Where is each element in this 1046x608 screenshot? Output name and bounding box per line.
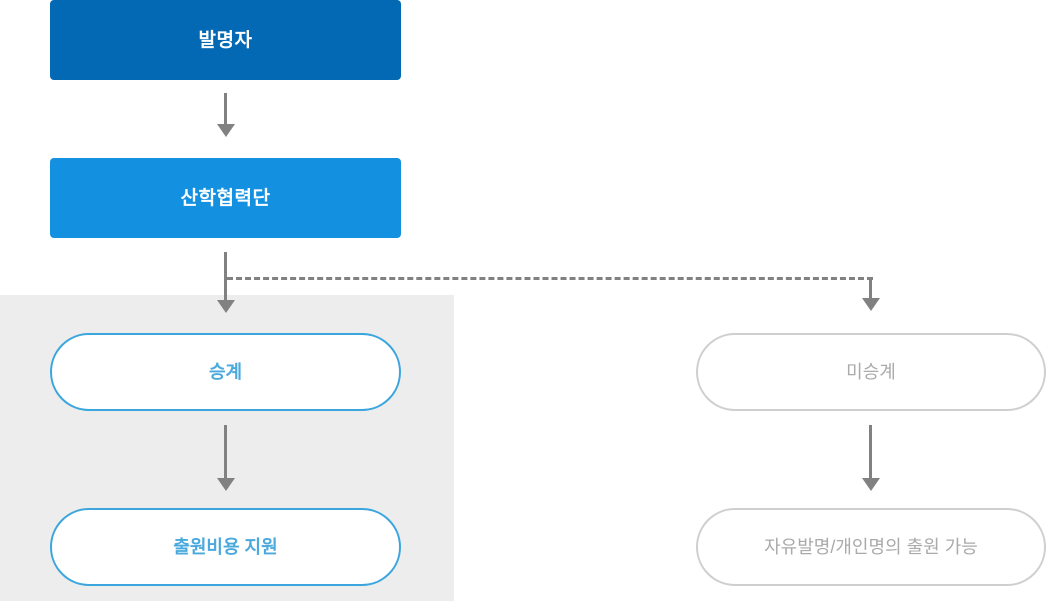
node-office-label: 산학협력단 <box>180 187 271 209</box>
node-succeed[interactable]: 승계 <box>50 333 401 411</box>
node-inventor[interactable]: 발명자 <box>50 0 401 80</box>
arrow-stem <box>224 425 227 480</box>
node-not-succeed[interactable]: 미승계 <box>696 333 1046 411</box>
arrow-head-down-icon <box>217 478 235 491</box>
arrow-stem <box>869 279 872 301</box>
arrow-head-down-icon <box>862 298 880 311</box>
arrow-stem <box>224 93 227 126</box>
arrow-stem <box>224 252 227 303</box>
node-inventor-label: 발명자 <box>198 29 253 51</box>
arrow-head-down-icon <box>862 478 880 491</box>
node-fee-support[interactable]: 출원비용 지원 <box>50 508 401 586</box>
node-free-invention-label: 자유발명/개인명의 출원 가능 <box>764 537 978 557</box>
node-not-succeed-label: 미승계 <box>846 362 896 382</box>
dashed-line <box>227 277 873 280</box>
arrow-head-down-icon <box>217 124 235 137</box>
node-fee-support-label: 출원비용 지원 <box>173 537 278 557</box>
arrow-head-down-icon <box>217 300 235 313</box>
arrow-stem <box>869 425 872 480</box>
node-succeed-label: 승계 <box>208 362 243 382</box>
node-industry-academic-cooperation-foundation[interactable]: 산학협력단 <box>50 158 401 238</box>
node-free-invention[interactable]: 자유발명/개인명의 출원 가능 <box>696 508 1046 586</box>
